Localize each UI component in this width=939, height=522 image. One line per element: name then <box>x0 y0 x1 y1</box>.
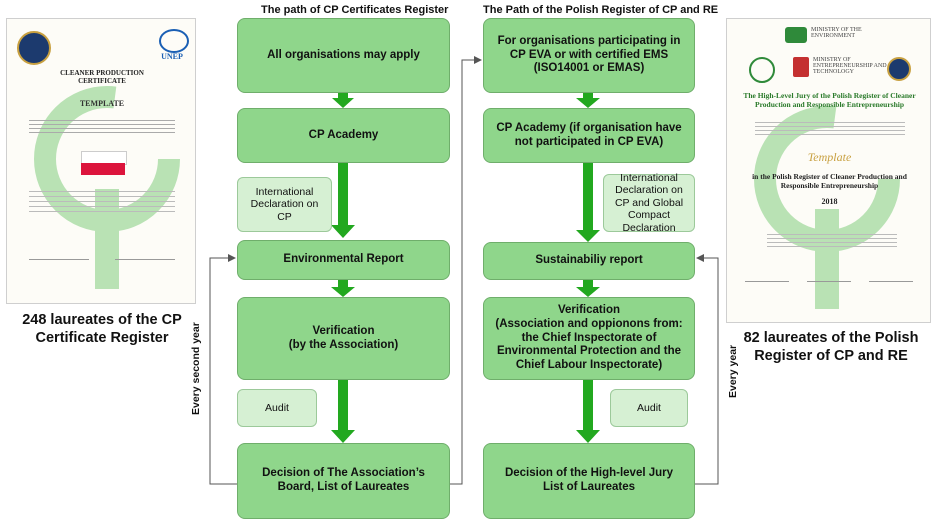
left-certificate: UNEP CLEANER PRODUCTION CERTIFICATE TEMP… <box>6 18 196 304</box>
left-decision-box: Decision of The Association’s Board, Lis… <box>237 443 450 519</box>
ministry-environment-label: MINISTRY OF THE ENVIRONMENT <box>811 27 862 39</box>
left-certificate-title: CLEANER PRODUCTION CERTIFICATE <box>60 69 144 85</box>
left-report-text: Environmental Report <box>283 253 404 266</box>
left-verification-box: Verification (by the Association) <box>237 297 450 380</box>
signature-line-2 <box>807 281 851 282</box>
right-audit-text: Audit <box>637 401 661 414</box>
right-certificate-template: Template <box>807 150 852 164</box>
left-apply-text: All organisations may apply <box>267 48 420 61</box>
right-verification-box: Verification (Association and oppionons … <box>483 297 695 380</box>
right-report-text: Sustainabiliy report <box>535 254 643 267</box>
polish-flag-red <box>81 163 125 175</box>
left-apply-box: All organisations may apply <box>237 18 450 93</box>
right-academy-box: CP Academy (if organisation have not par… <box>483 108 695 163</box>
right-certificate-register: in the Polish Register of Cleaner Produc… <box>752 172 907 190</box>
association-seal-icon <box>17 31 51 65</box>
polish-register-header: The Path of the Polish Register of CP an… <box>483 4 719 16</box>
right-decision-text: Decision of the High-level Jury List of … <box>504 467 674 493</box>
left-academy-text: CP Academy <box>308 128 379 141</box>
right-certificate: MINISTRY OF THE ENVIRONMENT MINISTRY OF … <box>726 18 931 323</box>
right-apply-text: For organisations participating in CP EV… <box>497 34 681 75</box>
left-declaration-text: International Declaration on CP <box>250 185 319 223</box>
ministry-environment-logo-icon <box>785 27 807 43</box>
left-flow-arrows <box>331 93 355 443</box>
right-verification-text: Verification (Association and oppionons … <box>495 304 683 372</box>
left-certificate-watermark <box>34 86 180 289</box>
left-declaration-box: International Declaration on CP <box>237 177 332 232</box>
right-audit-box: Audit <box>610 389 688 427</box>
right-flow-arrows <box>576 93 600 443</box>
right-certificate-body-lines <box>767 231 897 261</box>
left-decision-text: Decision of The Association’s Board, Lis… <box>262 467 425 493</box>
left-verification-text: Verification (by the Association) <box>288 324 399 351</box>
polish-eagle-icon <box>793 57 809 77</box>
right-academy-text: CP Academy (if organisation have not par… <box>496 121 682 148</box>
signature-line-1 <box>745 281 789 282</box>
left-academy-box: CP Academy <box>237 108 450 163</box>
ministry-entrepreneurship-label: MINISTRY OF ENTREPRENEURSHIP AND TECHNOL… <box>813 57 887 75</box>
unep-label: UNEP <box>161 52 183 61</box>
right-certificate-caption: 82 laureates of the Polish Register of C… <box>743 330 919 364</box>
signature-line-3 <box>869 281 913 282</box>
right-apply-box: For organisations participating in CP EV… <box>483 18 695 93</box>
association-seal-icon-right <box>887 57 911 81</box>
left-audit-text: Audit <box>265 401 289 414</box>
signature-line-left <box>29 259 89 260</box>
left-audit-box: Audit <box>237 389 317 427</box>
right-cycle-label: Every year <box>727 344 739 398</box>
right-decision-box: Decision of the High-level Jury List of … <box>483 443 695 519</box>
unep-logo-icon <box>159 29 189 53</box>
right-certificate-text-lines <box>755 119 905 149</box>
left-certificate-template: TEMPLATE <box>79 99 125 108</box>
right-certificate-watermark <box>754 106 900 309</box>
right-declaration-box: International Declaration on CP and Glob… <box>603 171 695 234</box>
right-declaration-text: International Declaration on CP and Glob… <box>614 171 684 234</box>
left-certificate-text-lines <box>29 117 175 147</box>
left-certificate-body-lines <box>29 187 175 227</box>
left-certificate-caption: 248 laureates of the CP Certificate Regi… <box>22 312 182 346</box>
high-level-jury-title: The High-Level Jury of the Polish Regist… <box>743 91 916 109</box>
signature-line-right <box>115 259 175 260</box>
right-certificate-year: 2018 <box>821 197 838 206</box>
cp-logo-icon <box>749 57 775 83</box>
cp-register-header: The path of CP Certificates Register <box>261 4 449 16</box>
right-report-box: Sustainabiliy report <box>483 242 695 280</box>
left-cycle-label: Every second year <box>190 322 202 415</box>
left-report-box: Environmental Report <box>237 240 450 280</box>
